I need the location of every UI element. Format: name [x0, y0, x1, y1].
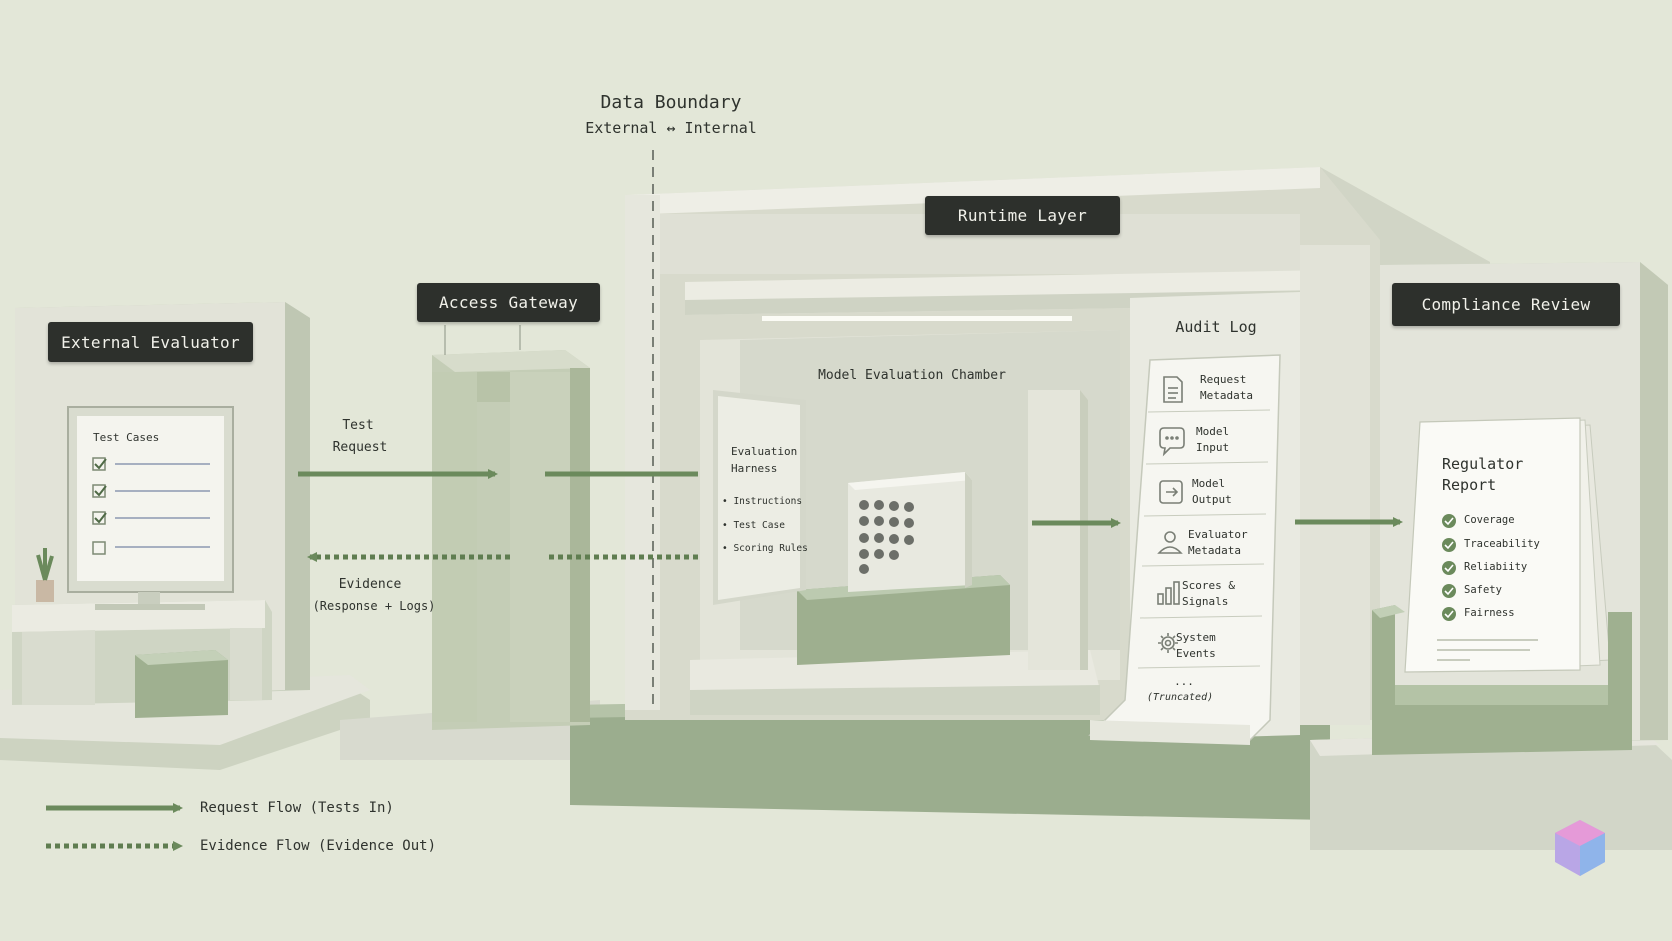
access-gateway-structure	[432, 325, 590, 730]
audit-log-dividers	[1137, 409, 1271, 669]
bar-chart-icon	[1157, 581, 1180, 605]
audit-log-ellipsis: ...	[1174, 675, 1194, 688]
compliance-review-block	[1372, 262, 1668, 755]
report-check-item: Fairness	[1464, 607, 1515, 619]
audit-log-scroll	[1088, 292, 1300, 745]
harness-title-line1: Evaluation	[731, 445, 798, 458]
external-evaluator-block	[12, 302, 310, 718]
legend-evidence-label: Evidence Flow (Evidence Out)	[200, 838, 437, 854]
chamber-title: Model Evaluation Chamber	[818, 368, 1006, 383]
request-flow-arrows	[298, 469, 1403, 528]
external-evaluator-label: External Evaluator	[48, 322, 253, 362]
report-check-item: Reliabiity	[1464, 561, 1528, 573]
report-title-line1: Regulator	[1442, 455, 1524, 473]
compliance-review-label: Compliance Review	[1392, 283, 1620, 326]
evidence-label-line1: Evidence	[338, 577, 402, 592]
chat-bubble-icon	[1159, 427, 1185, 457]
evidence-label-line2: (Response + Logs)	[312, 599, 436, 613]
audit-log-title: Audit Log	[1175, 318, 1257, 336]
legend-swatches	[46, 803, 183, 851]
harness-item: • Instructions	[722, 496, 803, 507]
report-check-item: Safety	[1464, 584, 1502, 596]
document-icon	[1163, 376, 1183, 403]
test-cases-title: Test Cases	[93, 431, 160, 444]
report-title-line2: Report	[1442, 476, 1497, 494]
model-cube-dots	[859, 500, 914, 574]
test-request-label-line2: Request	[332, 440, 388, 455]
report-lines	[1437, 639, 1538, 661]
audit-log-icons	[1157, 376, 1185, 653]
evaluation-harness-panel	[713, 390, 806, 605]
gear-icon	[1158, 633, 1178, 653]
report-check-item: Traceability	[1464, 538, 1540, 550]
page-title: Data Boundary	[600, 92, 742, 113]
page-subtitle: External ↔ Internal	[585, 119, 757, 137]
legend-request-label: Request Flow (Tests In)	[200, 800, 394, 816]
access-gateway-label: Access Gateway	[417, 283, 600, 322]
report-check-icons	[1442, 514, 1456, 621]
output-arrow-icon	[1159, 480, 1183, 504]
audit-log-truncated: (Truncated)	[1146, 692, 1214, 703]
harness-item: • Scoring Rules	[722, 543, 808, 554]
report-check-item: Coverage	[1464, 514, 1515, 526]
cube-logo	[1555, 820, 1605, 876]
test-request-label-line1: Test	[342, 418, 374, 433]
harness-item: • Test Case	[722, 520, 785, 531]
harness-title-line2: Harness	[731, 462, 778, 475]
person-icon	[1157, 531, 1183, 554]
audit-item-scores-signals: Scores &Signals	[1182, 579, 1235, 608]
runtime-layer-label: Runtime Layer	[925, 196, 1120, 235]
